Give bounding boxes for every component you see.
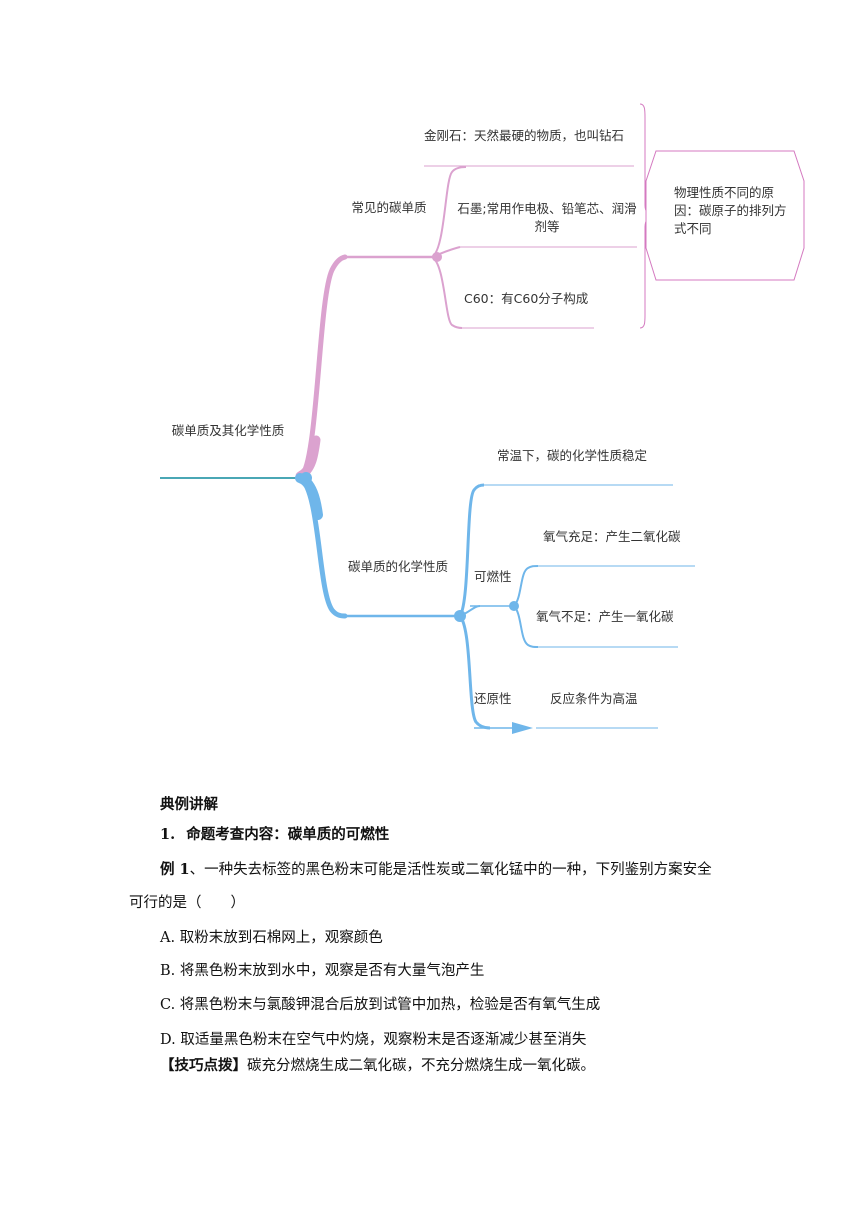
example-text-1: 、一种失去标签的黑色粉末可能是活性炭或二氧化锰中的一种，下列鉴别方案安全: [189, 862, 712, 878]
question-number: 1.: [160, 826, 176, 843]
section-title: 典例讲解: [160, 796, 218, 813]
pink-subbranch: [431, 166, 467, 258]
question-heading: 1. 命题考查内容：碳单质的可燃性: [160, 823, 389, 844]
root-label: 碳单质及其化学性质: [171, 423, 285, 438]
example-label: 例 1: [160, 861, 190, 878]
blue-subbranch-stable: [458, 483, 485, 617]
combustion-label: 可燃性: [474, 569, 512, 584]
arrow-icon: [512, 722, 533, 734]
blue-branch-connector: [297, 475, 348, 619]
example-line-2: 可行的是（ ）: [129, 895, 245, 911]
example-line-1: 例 1、一种失去标签的黑色粉末可能是活性炭或二氧化锰中的一种，下列鉴别方案安全: [160, 858, 712, 879]
note-box: [645, 150, 805, 281]
option-d: D. 取适量黑色粉末在空气中灼烧，观察粉末是否逐渐减少甚至消失: [160, 1032, 587, 1048]
oxygen-insufficient-text: 氧气不足：产生一氧化碳: [536, 609, 674, 624]
tip-text: 碳充分燃烧生成二氧化碳，不充分燃烧生成一氧化碳。: [247, 1058, 595, 1074]
blue-subbranch-reduction: [458, 615, 491, 730]
c60-text: C60：有C60分子构成: [464, 291, 589, 306]
branch1-label: 常见的碳单质: [351, 200, 427, 215]
branch2-label: 碳单质的化学性质: [348, 559, 449, 574]
pink-branch-connector: [297, 254, 348, 479]
reduction-label: 还原性: [474, 691, 512, 706]
tip-line: 【技巧点拨】碳充分燃烧生成二氧化碳，不充分燃烧生成一氧化碳。: [160, 1054, 595, 1075]
tip-label: 【技巧点拨】: [160, 1057, 247, 1074]
option-a: A. 取粉末放到石棉网上，观察颜色: [160, 930, 383, 946]
stable-text: 常温下，碳的化学性质稳定: [497, 448, 648, 463]
option-c: C. 将黑色粉末与氯酸钾混合后放到试管中加热，检验是否有氧气生成: [160, 997, 601, 1013]
graphite-text: 石墨;常用作电极、铅笔芯、润滑剂等: [457, 201, 637, 234]
reduction-condition-text: 反应条件为高温: [550, 691, 638, 706]
note-text: 物理性质不同的原因：碳原子的排列方式不同: [674, 185, 787, 236]
option-b: B. 将黑色粉末放到水中，观察是否有大量气泡产生: [160, 963, 485, 979]
oxygen-sufficient-text: 氧气充足：产生二氧化碳: [543, 529, 681, 544]
diamond-text: 金刚石：天然最硬的物质，也叫钻石: [424, 128, 625, 143]
mind-map: [160, 103, 805, 734]
question-title: 命题考查内容：碳单质的可燃性: [186, 826, 390, 843]
